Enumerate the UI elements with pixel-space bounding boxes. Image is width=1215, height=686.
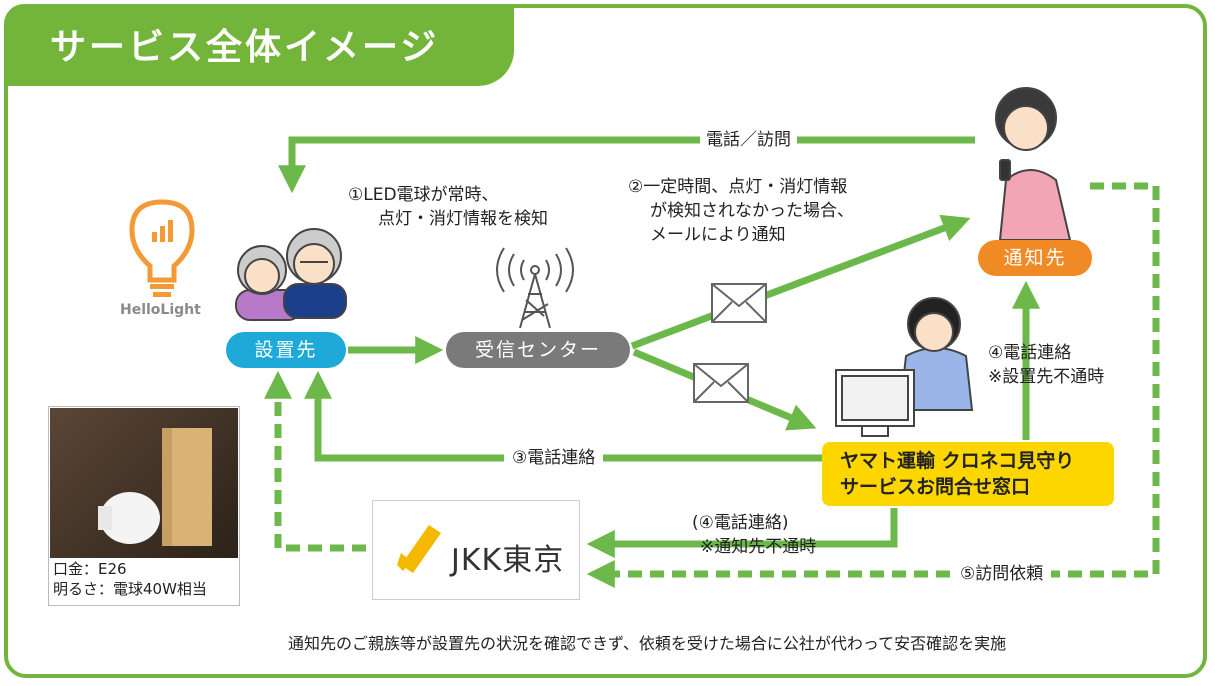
arrow-step5 [586,182,1160,588]
product-photo: 口金：E26 明るさ：電球40W相当 [48,406,240,606]
label-step4b-line1: (④電話連絡) [692,513,789,533]
operator-icon [835,297,974,437]
bulb-box-image [98,428,212,546]
yamato-label-line2: サービスお問合せ窓口 [840,476,1031,498]
page-title: サービス全体イメージ [50,27,440,68]
jkk-logo-icon [397,525,441,573]
yamato-label-line1: ヤマト運輸 クロネコ見守り [840,450,1075,472]
woman-phone-icon [995,87,1072,241]
center-node: 受信センター [446,332,630,368]
notify-node: 通知先 [978,240,1092,276]
antenna-icon [496,247,574,329]
label-step1-line2: 点灯・消灯情報を検知 [378,209,548,229]
spec-brightness: 明るさ：電球40W相当 [53,580,207,598]
mail-icon-upper [711,283,767,323]
arrow-jkk-to-install [264,370,366,552]
hellolight-logo: HelloLight [118,196,224,326]
label-step4b-line2: ※通知先不通時 [700,537,817,557]
hellolight-brand: HelloLight [120,302,201,318]
arrow-step3 [304,370,822,462]
label-step2-line2: が検知されなかった場合、 [650,201,854,221]
spec-base: 口金：E26 [53,560,127,578]
product-image [50,408,238,558]
product-spec: 口金：E26 明るさ：電球40W相当 [53,559,207,599]
arrow-step4b [586,508,898,558]
mail-icon-lower [693,363,749,403]
label-phone-visit: 電話／訪問 [700,129,797,151]
lightbulb-icon [129,199,195,297]
jkk-node: JKK東京 [372,500,580,600]
title-tab: サービス全体イメージ [4,4,514,86]
label-step1-line1: ①LED電球が常時、 [348,185,499,205]
elderly-couple-icon [235,228,347,321]
label-step4-line1: ④電話連絡 [988,343,1072,363]
footer-note: 通知先のご親族等が設置先の状況を確認できず、依頼を受けた場合に公社が代わって安否… [288,634,1007,653]
installation-node: 設置先 [226,332,346,368]
jkk-label: JKK東京 [451,543,565,578]
yamato-node: ヤマト運輸 クロネコ見守り サービスお問合せ窓口 [822,442,1114,506]
label-step2-line1: ②一定時間、点灯・消灯情報 [628,177,848,197]
diagram-frame [4,4,1207,678]
label-step3: ③電話連絡 [504,447,604,469]
label-step4-line2: ※設置先不通時 [988,367,1105,387]
label-step5: ⑤訪問依頼 [952,563,1052,585]
arrow-center-to-notify [630,214,971,350]
label-step2-line3: メールにより通知 [650,225,786,245]
